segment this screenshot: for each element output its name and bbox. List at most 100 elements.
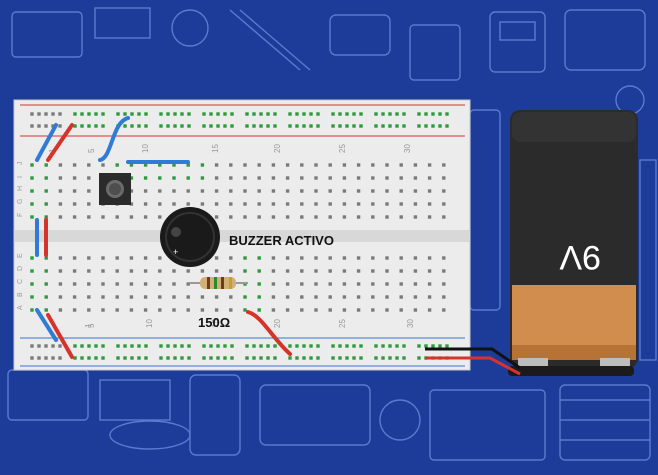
breadboard-hole <box>413 282 418 286</box>
breadboard-hole <box>87 189 91 193</box>
breadboard-hole <box>352 344 356 348</box>
breadboard-hole <box>356 189 361 193</box>
breadboard-hole <box>87 256 91 260</box>
breadboard-hole <box>345 112 349 116</box>
breadboard-hole <box>229 215 233 219</box>
column-numbers-bottom: 1 5 10 15 20 25 30 <box>84 319 415 328</box>
breadboard-hole <box>101 308 105 312</box>
breadboard-hole <box>371 176 375 180</box>
breadboard-hole <box>245 112 249 116</box>
wire-red-bottom-left <box>46 313 74 359</box>
breadboard-hole <box>266 124 270 128</box>
breadboard-hole <box>73 124 77 128</box>
breadboard-hole <box>159 356 163 360</box>
breadboard-hole <box>442 256 446 260</box>
breadboard-hole <box>58 176 63 180</box>
breadboard-hole <box>266 112 270 116</box>
breadboard-hole <box>200 202 205 206</box>
breadboard-hole <box>158 215 162 219</box>
breadboard-hole <box>402 344 406 348</box>
breadboard-hole <box>300 295 304 299</box>
breadboard-hole <box>399 282 403 286</box>
breadboard-hole <box>314 295 318 299</box>
breadboard-hole <box>180 112 184 116</box>
breadboard-hole <box>158 189 162 193</box>
breadboard-hole <box>302 356 306 360</box>
breadboard-hole <box>413 163 418 167</box>
breadboard-hole <box>129 176 134 180</box>
breadboard-hole <box>356 256 361 260</box>
breadboard-hole <box>413 269 418 273</box>
breadboard-hole <box>388 356 392 360</box>
breadboard-hole <box>356 176 361 180</box>
breadboard-hole <box>137 112 141 116</box>
breadboard-hole <box>427 256 432 260</box>
breadboard-hole <box>44 282 48 286</box>
breadboard-hole <box>257 269 261 273</box>
breadboard-hole <box>359 356 363 360</box>
breadboard-hole <box>328 163 332 167</box>
breadboard-hole <box>73 344 77 348</box>
breadboard-hole <box>271 176 276 180</box>
breadboard-hole <box>137 356 141 360</box>
row-letter-c: C <box>17 279 24 284</box>
breadboard-hole <box>371 215 375 219</box>
breadboard-hole <box>37 124 41 128</box>
breadboard-hole <box>314 282 318 286</box>
breadboard-hole <box>342 308 347 312</box>
breadboard-hole <box>395 124 399 128</box>
breadboard-hole <box>295 112 299 116</box>
breadboard-hole <box>295 344 299 348</box>
breadboard-hole <box>73 356 77 360</box>
breadboard-hole <box>129 189 134 193</box>
breadboard-hole <box>144 112 148 116</box>
breadboard-hole <box>288 344 292 348</box>
breadboard-hole <box>273 124 277 128</box>
breadboard-hole <box>345 344 349 348</box>
breadboard-hole <box>187 356 191 360</box>
breadboard-hole <box>173 356 177 360</box>
battery-label: 9V <box>559 238 601 276</box>
breadboard-hole <box>371 189 375 193</box>
breadboard-hole <box>314 269 318 273</box>
breadboard-hole <box>87 308 91 312</box>
breadboard-hole <box>58 356 62 360</box>
breadboard-hole <box>243 308 247 312</box>
breadboard-hole <box>385 269 389 273</box>
breadboard-hole <box>72 202 77 206</box>
breadboard-hole <box>87 124 91 128</box>
breadboard-hole <box>115 295 119 299</box>
breadboard-hole <box>101 295 105 299</box>
breadboard-hole <box>80 344 84 348</box>
breadboard-hole <box>202 344 206 348</box>
breadboard-hole <box>123 344 127 348</box>
breadboard-hole <box>58 189 63 193</box>
breadboard-hole <box>216 124 220 128</box>
breadboard-hole <box>374 356 378 360</box>
breadboard-hole <box>101 256 105 260</box>
breadboard-hole <box>123 124 127 128</box>
breadboard-hole <box>30 202 34 206</box>
breadboard-hole <box>316 112 320 116</box>
breadboard-hole <box>342 202 347 206</box>
breadboard-hole <box>356 269 361 273</box>
col-number-bottom-15: 15 <box>211 319 220 328</box>
breadboard-hole <box>295 356 299 360</box>
breadboard-hole <box>438 124 442 128</box>
breadboard-hole <box>200 308 205 312</box>
breadboard-hole <box>413 202 418 206</box>
breadboard-hole <box>427 202 432 206</box>
breadboard-hole <box>37 344 41 348</box>
breadboard-hole <box>245 356 249 360</box>
breadboard-hole <box>143 256 148 260</box>
breadboard-hole <box>230 112 234 116</box>
breadboard-hole <box>129 202 134 206</box>
breadboard-hole <box>130 124 134 128</box>
breadboard-hole <box>229 256 233 260</box>
breadboard-hole <box>223 124 227 128</box>
breadboard-hole <box>101 356 105 360</box>
breadboard-hole <box>166 344 170 348</box>
breadboard-hole <box>356 163 361 167</box>
battery-lead-black <box>425 347 521 370</box>
